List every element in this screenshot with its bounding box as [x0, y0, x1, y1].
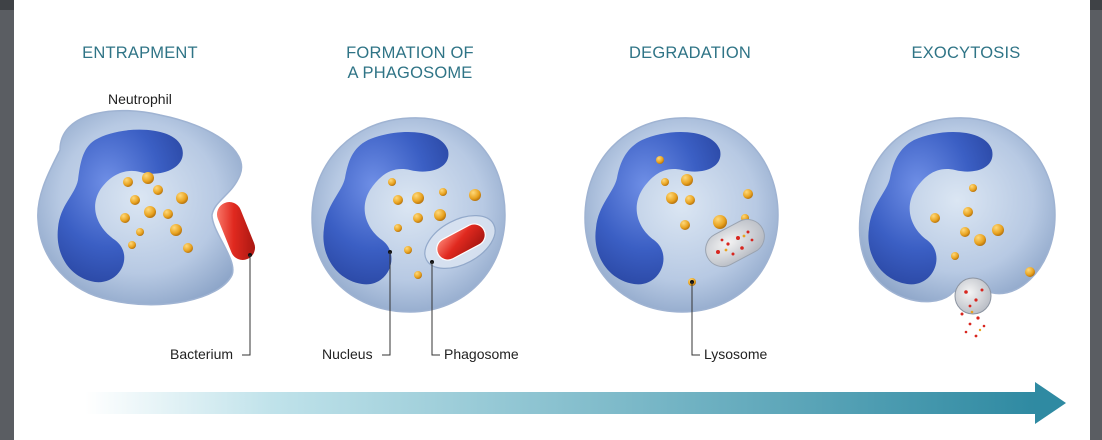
granules-icon [388, 178, 481, 279]
label-bacterium: Bacterium [170, 346, 234, 362]
label-nucleus: Nucleus [322, 346, 373, 362]
degrading-bacterium-icon [705, 218, 765, 268]
cell-phagosome [311, 117, 506, 356]
nucleus-icon [323, 131, 449, 285]
exocytosis-vesicle-icon [954, 277, 992, 338]
stage-title-entrapment: ENTRAPMENT [82, 44, 198, 62]
granules-icon [930, 184, 1035, 277]
nucleus-icon [595, 131, 721, 285]
granules-icon [656, 156, 753, 286]
bacterium-icon [215, 200, 257, 262]
panel-highlight [14, 0, 284, 10]
cell-entrapment [37, 109, 257, 356]
label-neutrophil: Neutrophil [108, 91, 172, 107]
label-lysosome: Lysosome [704, 346, 768, 362]
stage-title-phagosome-line1: FORMATION OF [346, 44, 474, 62]
stage-title-exocytosis: EXOCYTOSIS [911, 44, 1021, 62]
phagosome-icon [424, 215, 496, 269]
label-phagosome: Phagosome [444, 346, 519, 362]
granules-icon [120, 172, 193, 253]
nucleus-icon [868, 131, 993, 285]
process-arrow-icon [85, 382, 1066, 424]
nucleus-icon [57, 129, 183, 283]
stage-title-degradation: DEGRADATION [629, 44, 751, 62]
cell-exocytosis [858, 117, 1056, 338]
cell-degradation [584, 117, 779, 356]
stage-title-phagosome-line2: A PHAGOSOME [347, 64, 473, 82]
